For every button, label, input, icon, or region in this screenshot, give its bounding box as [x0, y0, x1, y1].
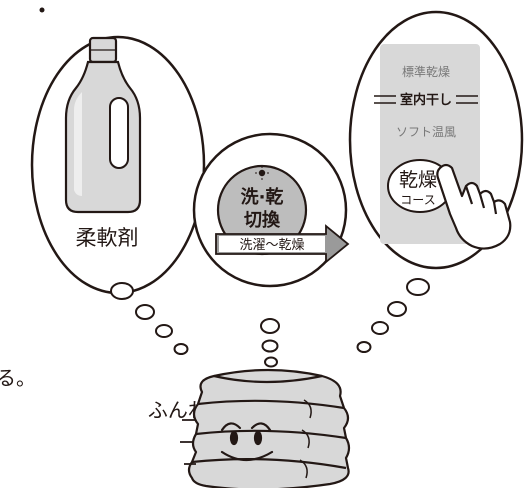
- stray-dot: [39, 7, 45, 13]
- softener-bottle-icon: [64, 36, 142, 214]
- indicator-lamp-icon: [258, 169, 266, 177]
- softener-bubble: 柔軟剤: [30, 35, 206, 295]
- mode-soft-warm: ソフト温風: [396, 125, 456, 139]
- dry-course-button-line1: 乾燥: [399, 169, 437, 191]
- mode-indoor-highlight: [374, 95, 478, 104]
- dry-course-button-line2: コース: [400, 193, 435, 207]
- wash-dry-button-line2: 切換: [244, 209, 281, 231]
- mode-indoor-dry: 室内干し: [400, 92, 452, 108]
- softener-label: 柔軟剤: [76, 226, 139, 250]
- lamp-rays: [255, 166, 269, 180]
- wash-dry-button-line1: 洗·乾: [241, 186, 284, 208]
- mode-standard-dry: 標準乾燥: [402, 64, 450, 79]
- fluffy-towel-stack: [180, 368, 351, 488]
- pointing-hand-icon: [436, 163, 512, 250]
- caption-line1: る。: [0, 366, 36, 390]
- dry-course-bubble: 標準乾燥 室内干し ソフト温風 乾燥 コース: [348, 10, 524, 270]
- wash-dry-bubble: 洗·乾 切換 洗濯〜乾燥: [192, 132, 350, 288]
- wash-to-dry-label: 洗濯〜乾燥: [239, 238, 304, 253]
- thought-trail-right: [356, 278, 430, 353]
- smiling-face-icon: [220, 422, 274, 462]
- thought-trail-left: [110, 282, 189, 355]
- thought-trail-middle: [260, 318, 280, 368]
